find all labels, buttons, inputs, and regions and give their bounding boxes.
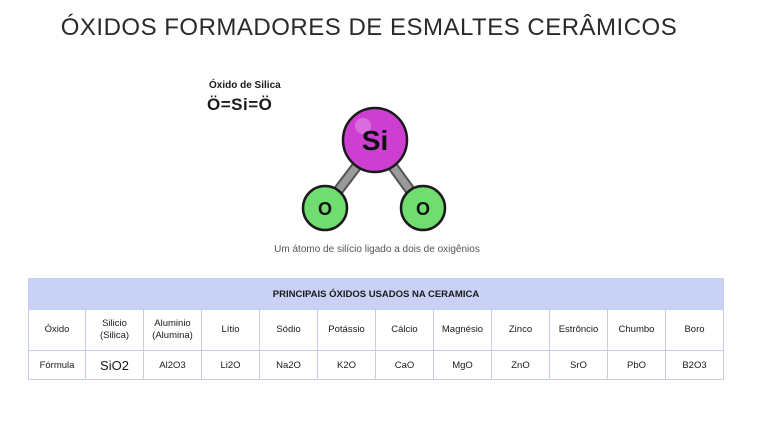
formula-cell: Na2O — [259, 350, 318, 380]
molecule-diagram: Si O O — [301, 106, 447, 232]
formula-cell: K2O — [317, 350, 376, 380]
oxide-name-sub: (Silica) — [99, 330, 130, 341]
formula-cell: CaO — [375, 350, 434, 380]
oxygen-atom-left — [301, 184, 349, 232]
table-header: PRINCIPAIS ÓXIDOS USADOS NA CERAMICA — [28, 278, 724, 310]
silicon-highlight — [355, 118, 371, 134]
formula-cell: MgO — [433, 350, 492, 380]
oxide-name-cell: Cálcio — [375, 309, 434, 351]
silicon-symbol: Si — [362, 125, 388, 156]
molecule-caption: Um átomo de silício ligado a dois de oxi… — [274, 244, 480, 255]
oxide-name: Silicio — [102, 318, 127, 330]
table-row-oxide-names: Óxido Silicio(Silica) Aluminio(Alumina) … — [28, 309, 724, 351]
oxide-name-cell: Lítio — [201, 309, 260, 351]
formula-cell: PbO — [607, 350, 666, 380]
table-header-row: PRINCIPAIS ÓXIDOS USADOS NA CERAMICA — [28, 278, 724, 310]
formula-cell: SiO2 — [85, 350, 144, 380]
formula-cell: Li2O — [201, 350, 260, 380]
oxide-name-cell: Magnésio — [433, 309, 492, 351]
lewis-formula: Ö=Si=Ö — [207, 95, 273, 114]
oxides-table: PRINCIPAIS ÓXIDOS USADOS NA CERAMICA Óxi… — [28, 278, 724, 380]
lewis-structure: Óxido de Silica Ö=Si=Ö — [207, 80, 281, 115]
oxygen-symbol-right: O — [416, 199, 430, 219]
oxide-name-cell: Estrôncio — [549, 309, 608, 351]
oxide-name-cell: Silicio(Silica) — [85, 309, 144, 351]
oxide-name-cell: Zinco — [491, 309, 550, 351]
row-label-oxide: Óxido — [28, 309, 86, 351]
formula-cell: SrO — [549, 350, 608, 380]
formula-cell: ZnO — [491, 350, 550, 380]
row-label-formula: Fórmula — [28, 350, 86, 380]
oxide-name-cell: Sódio — [259, 309, 318, 351]
oxide-name: Aluminio — [154, 318, 191, 330]
oxygen-symbol-left: O — [318, 199, 332, 219]
oxide-name-cell: Potássio — [317, 309, 376, 351]
oxide-name-cell: Aluminio(Alumina) — [143, 309, 202, 351]
lewis-label: Óxido de Silica — [209, 80, 281, 91]
oxide-name-cell: Boro — [665, 309, 724, 351]
oxygen-atom-right — [399, 184, 447, 232]
formula-cell: Al2O3 — [143, 350, 202, 380]
table-row-formulas: Fórmula SiO2 Al2O3 Li2O Na2O K2O CaO MgO… — [28, 350, 724, 380]
page-title: ÓXIDOS FORMADORES DE ESMALTES CERÂMICOS — [60, 14, 678, 41]
oxide-name-sub: (Alumina) — [152, 330, 193, 341]
formula-cell: B2O3 — [665, 350, 724, 380]
oxide-name-cell: Chumbo — [607, 309, 666, 351]
